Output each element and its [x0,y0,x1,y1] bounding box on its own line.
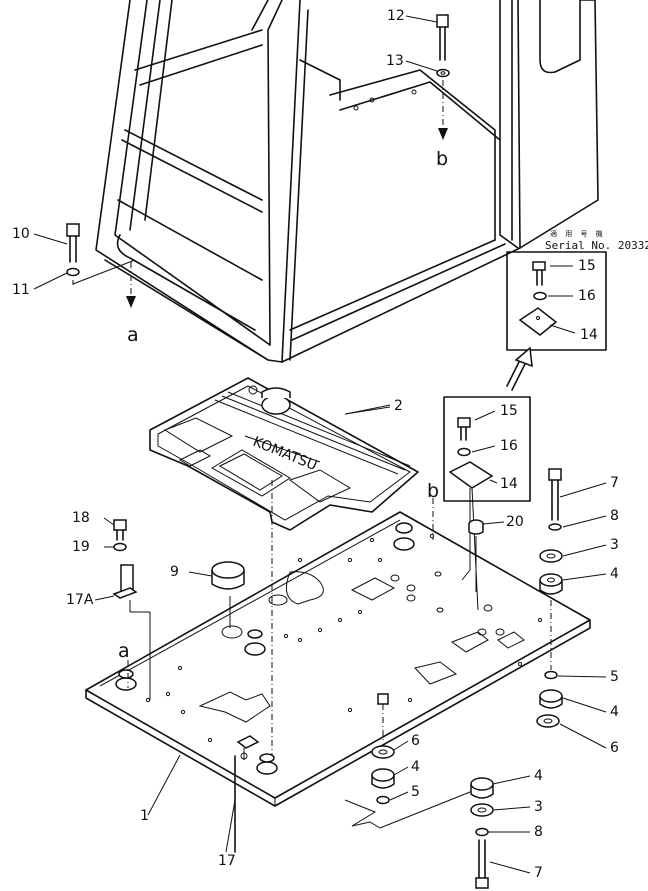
callout-12: 12 [387,8,405,24]
callout-17: 17 [218,853,236,869]
callout-numbers: 12 13 10 11 15 16 14 2 15 16 14 7 8 3 4 … [12,8,619,881]
callout-7-bottom: 7 [534,865,543,881]
serial-note-japanese: 適 用 号 機 [550,229,606,238]
view-letters: b a b a [118,148,448,662]
callout-6-right: 6 [610,740,619,756]
callout-15-upper: 15 [578,258,596,274]
callout-11: 11 [12,282,30,298]
callout-5-center: 5 [411,784,420,800]
callout-14-lower: 14 [500,476,518,492]
svg-text:KOMATSU: KOMATSU [251,434,320,474]
floor-plate [85,511,591,807]
callout-13: 13 [386,53,404,69]
bolt-12-assembly [436,14,450,140]
callout-2: 2 [394,398,403,414]
callout-9: 9 [170,564,179,580]
view-letter-b-floor: b [427,480,439,502]
callout-18: 18 [72,510,90,526]
mount-stack-center [344,693,395,829]
inset-box-upper [506,251,607,351]
callout-10: 10 [12,226,30,242]
view-letter-a-left: a [127,324,139,346]
bracket-17a [112,519,151,700]
plug-20 [468,519,484,592]
callout-3-top: 3 [610,537,619,553]
view-letter-a-floor: a [118,640,130,662]
inset-box-lower [443,396,531,611]
cap-9 [211,561,245,628]
mount-stack-lower [536,670,563,728]
callout-20: 20 [506,514,524,530]
callout-14-upper: 14 [580,327,598,343]
callout-7-top: 7 [610,475,619,491]
upgrade-arrow [506,346,533,391]
callout-15-lower: 15 [500,403,518,419]
floor-mat: KOMATSU [149,377,419,531]
bolt-10-assembly [66,223,136,308]
view-letter-b-top: b [436,148,448,170]
callout-6-center: 6 [411,733,420,749]
mount-stack-bottom [379,777,494,889]
callout-16-lower: 16 [500,438,518,454]
callout-3-bottom: 3 [534,799,543,815]
callout-4-bottom: 4 [534,768,543,784]
callout-16-upper: 16 [578,288,596,304]
mount-stack-upper [539,468,563,670]
callout-19: 19 [72,539,90,555]
callout-4-center: 4 [411,759,420,775]
cab-frame [95,0,599,363]
callout-1: 1 [140,808,149,824]
callout-4-right: 4 [610,704,619,720]
callout-5-right: 5 [610,669,619,685]
callout-8-top: 8 [610,508,619,524]
callout-17a: 17A [66,592,94,608]
leader-lines [33,15,607,874]
serial-note: 適 用 号 機 Serial No. 20332~ [545,229,648,252]
callout-8-bottom: 8 [534,824,543,840]
callout-4-top: 4 [610,566,619,582]
serial-note-text: Serial No. 20332~ [545,239,648,252]
bracket-17 [234,735,260,853]
